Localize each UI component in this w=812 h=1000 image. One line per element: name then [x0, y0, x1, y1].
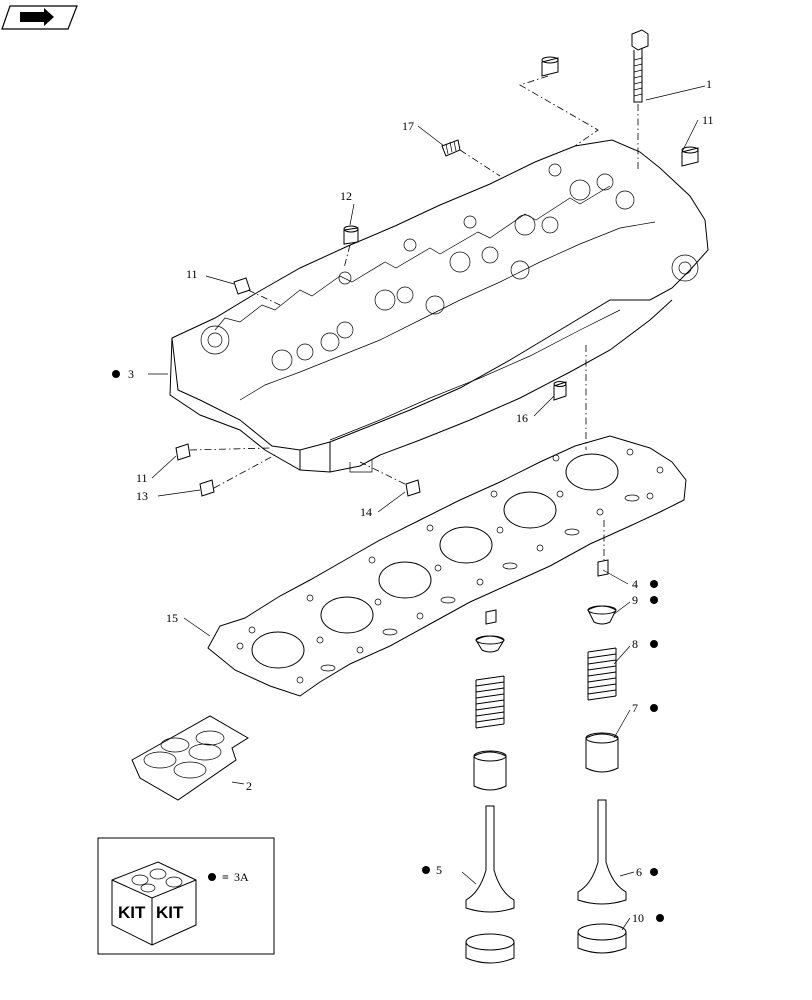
plug-part-16	[553, 381, 567, 401]
nav-button[interactable]	[1, 5, 78, 30]
callout-6: 6	[636, 865, 642, 879]
valve-pockets	[200, 163, 699, 371]
callout-4: 4	[632, 577, 638, 591]
callout-15: 15	[166, 611, 178, 625]
kit-legend-dot	[208, 873, 216, 881]
cylinder-head	[169, 139, 709, 473]
callout-8: 8	[632, 637, 638, 651]
callout-1: 1	[706, 77, 712, 91]
kit-legend-box: KIT KIT = 3A	[97, 837, 275, 955]
callout-11-left: 11	[186, 267, 198, 281]
callout-11-top: 11	[702, 113, 714, 127]
callout-7: 7	[632, 701, 638, 715]
arrow-nav-icon	[20, 8, 54, 26]
plug-part-11-top	[681, 146, 699, 167]
capscrew-part-1	[631, 29, 649, 103]
plug-part-17	[441, 139, 461, 157]
kit-label-right: KIT	[156, 903, 184, 922]
plug-part-14	[405, 479, 421, 497]
kit-legend-symbol: =	[222, 870, 229, 884]
callout-9: 9	[632, 593, 638, 607]
callout-14: 14	[360, 505, 372, 519]
callout-10: 10	[632, 911, 644, 925]
valve-stack-right	[577, 559, 627, 954]
callout-11-bottom: 11	[136, 471, 148, 485]
kit-box-icon: KIT KIT	[111, 861, 197, 946]
callout-13: 13	[136, 489, 148, 503]
valve-stack-left	[465, 609, 515, 964]
kit-dots	[112, 370, 664, 922]
callout-leaders	[148, 85, 706, 931]
kit-legend-ref: 3A	[234, 870, 249, 884]
plug-part-13	[199, 479, 215, 497]
dowel-pin-top	[541, 56, 559, 77]
callout-17: 17	[402, 119, 414, 133]
gasket-kit-bag	[131, 715, 249, 801]
callout-16: 16	[516, 411, 528, 425]
plug-part-11-bottom	[175, 443, 191, 461]
plug-part-11-left	[233, 277, 251, 295]
plug-part-12	[343, 225, 359, 245]
callout-2: 2	[246, 779, 252, 793]
head-gasket	[207, 435, 687, 697]
kit-label-left: KIT	[118, 903, 146, 922]
callout-5: 5	[436, 863, 442, 877]
callout-12: 12	[340, 189, 352, 203]
callout-3: 3	[128, 367, 134, 381]
